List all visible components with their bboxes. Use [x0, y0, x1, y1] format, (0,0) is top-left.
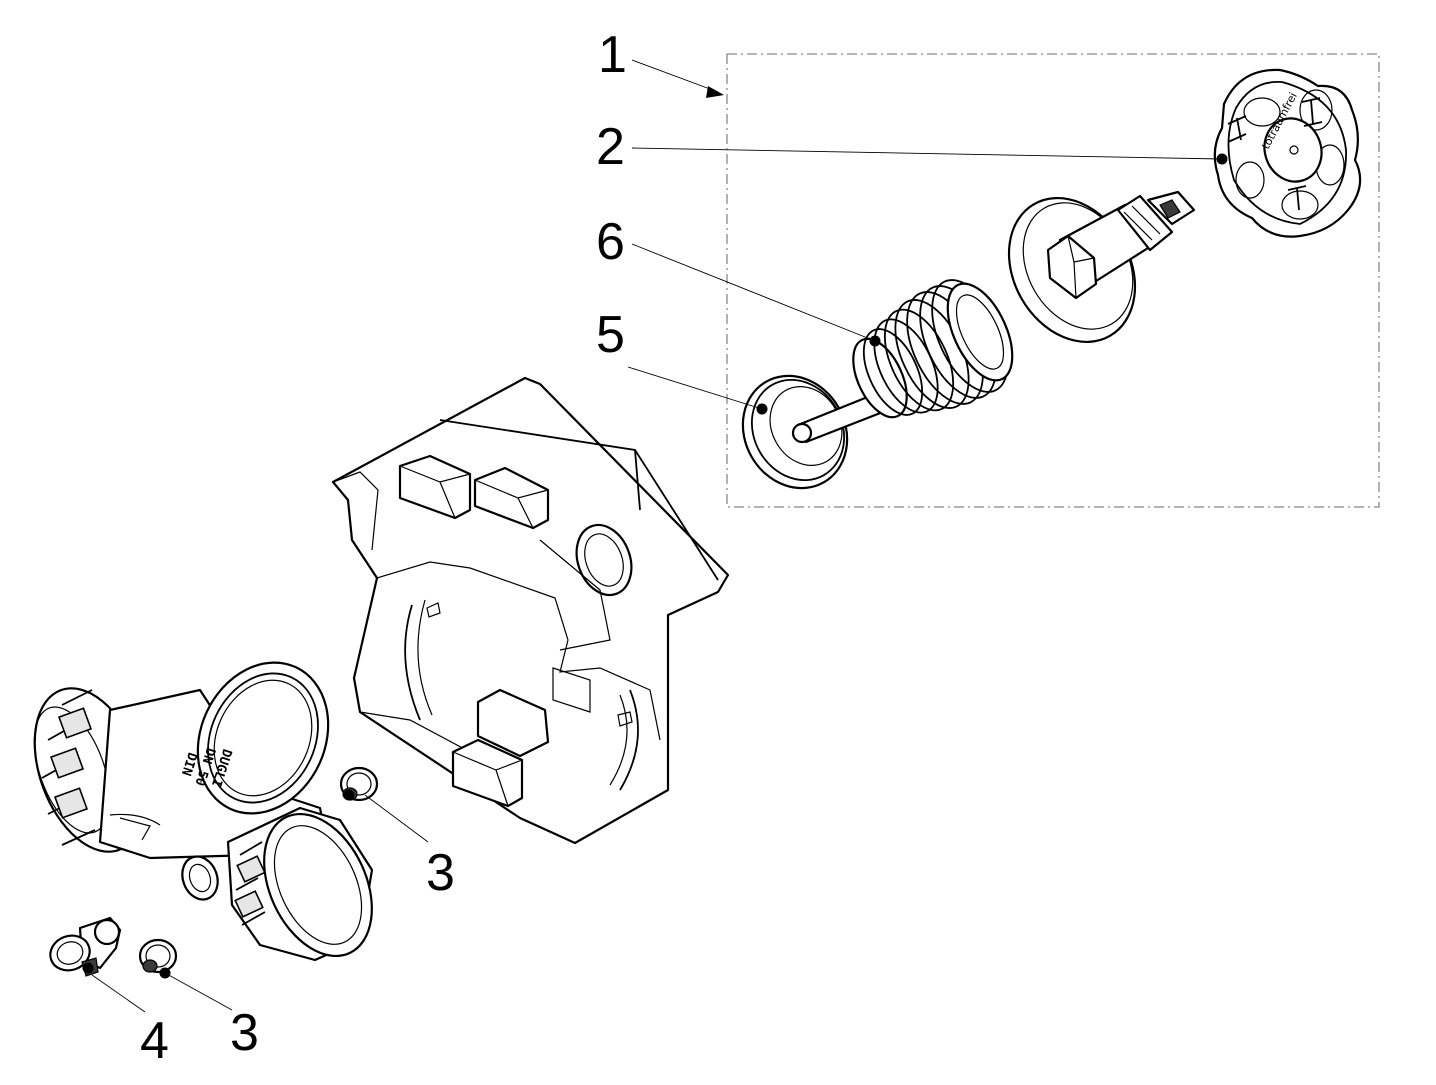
valve-disc [741, 374, 890, 490]
plug-lower [138, 938, 178, 974]
shell-block-top-right [473, 466, 550, 530]
callout-2: 2 [596, 118, 625, 176]
right-union-nut [226, 806, 374, 962]
callout-3-lower: 3 [230, 1004, 259, 1062]
callout-1: 1 [598, 26, 627, 84]
handwheel: totraumfrei [1213, 68, 1362, 238]
marker-dot-6 [869, 335, 881, 347]
body-marking-standard: DIN [178, 750, 200, 777]
assembly-group-box [726, 53, 1380, 508]
arrowhead-1 [706, 86, 724, 98]
callout-5: 5 [596, 306, 625, 364]
valve-body: DUGLI DN 50 DIN [33, 661, 374, 962]
marker-dot-4 [82, 962, 94, 974]
insulation-shell [331, 376, 730, 845]
shell-block-bottom-left [451, 738, 524, 808]
marker-dot-3-upper [343, 789, 355, 801]
callout-4: 4 [140, 1012, 169, 1070]
marker-dot-5 [756, 403, 768, 415]
callout-3-upper: 3 [426, 844, 455, 902]
marker-dot-2 [1216, 153, 1228, 165]
bonnet-spindle [1007, 190, 1196, 344]
shell-block-top-left [398, 454, 472, 520]
leader-lines [91, 59, 1223, 1013]
bonnet-ring [196, 661, 330, 815]
compression-spring [852, 279, 1014, 419]
marker-dot-3-lower [159, 967, 171, 979]
callout-6: 6 [596, 213, 625, 271]
drain-fitting [49, 916, 122, 977]
